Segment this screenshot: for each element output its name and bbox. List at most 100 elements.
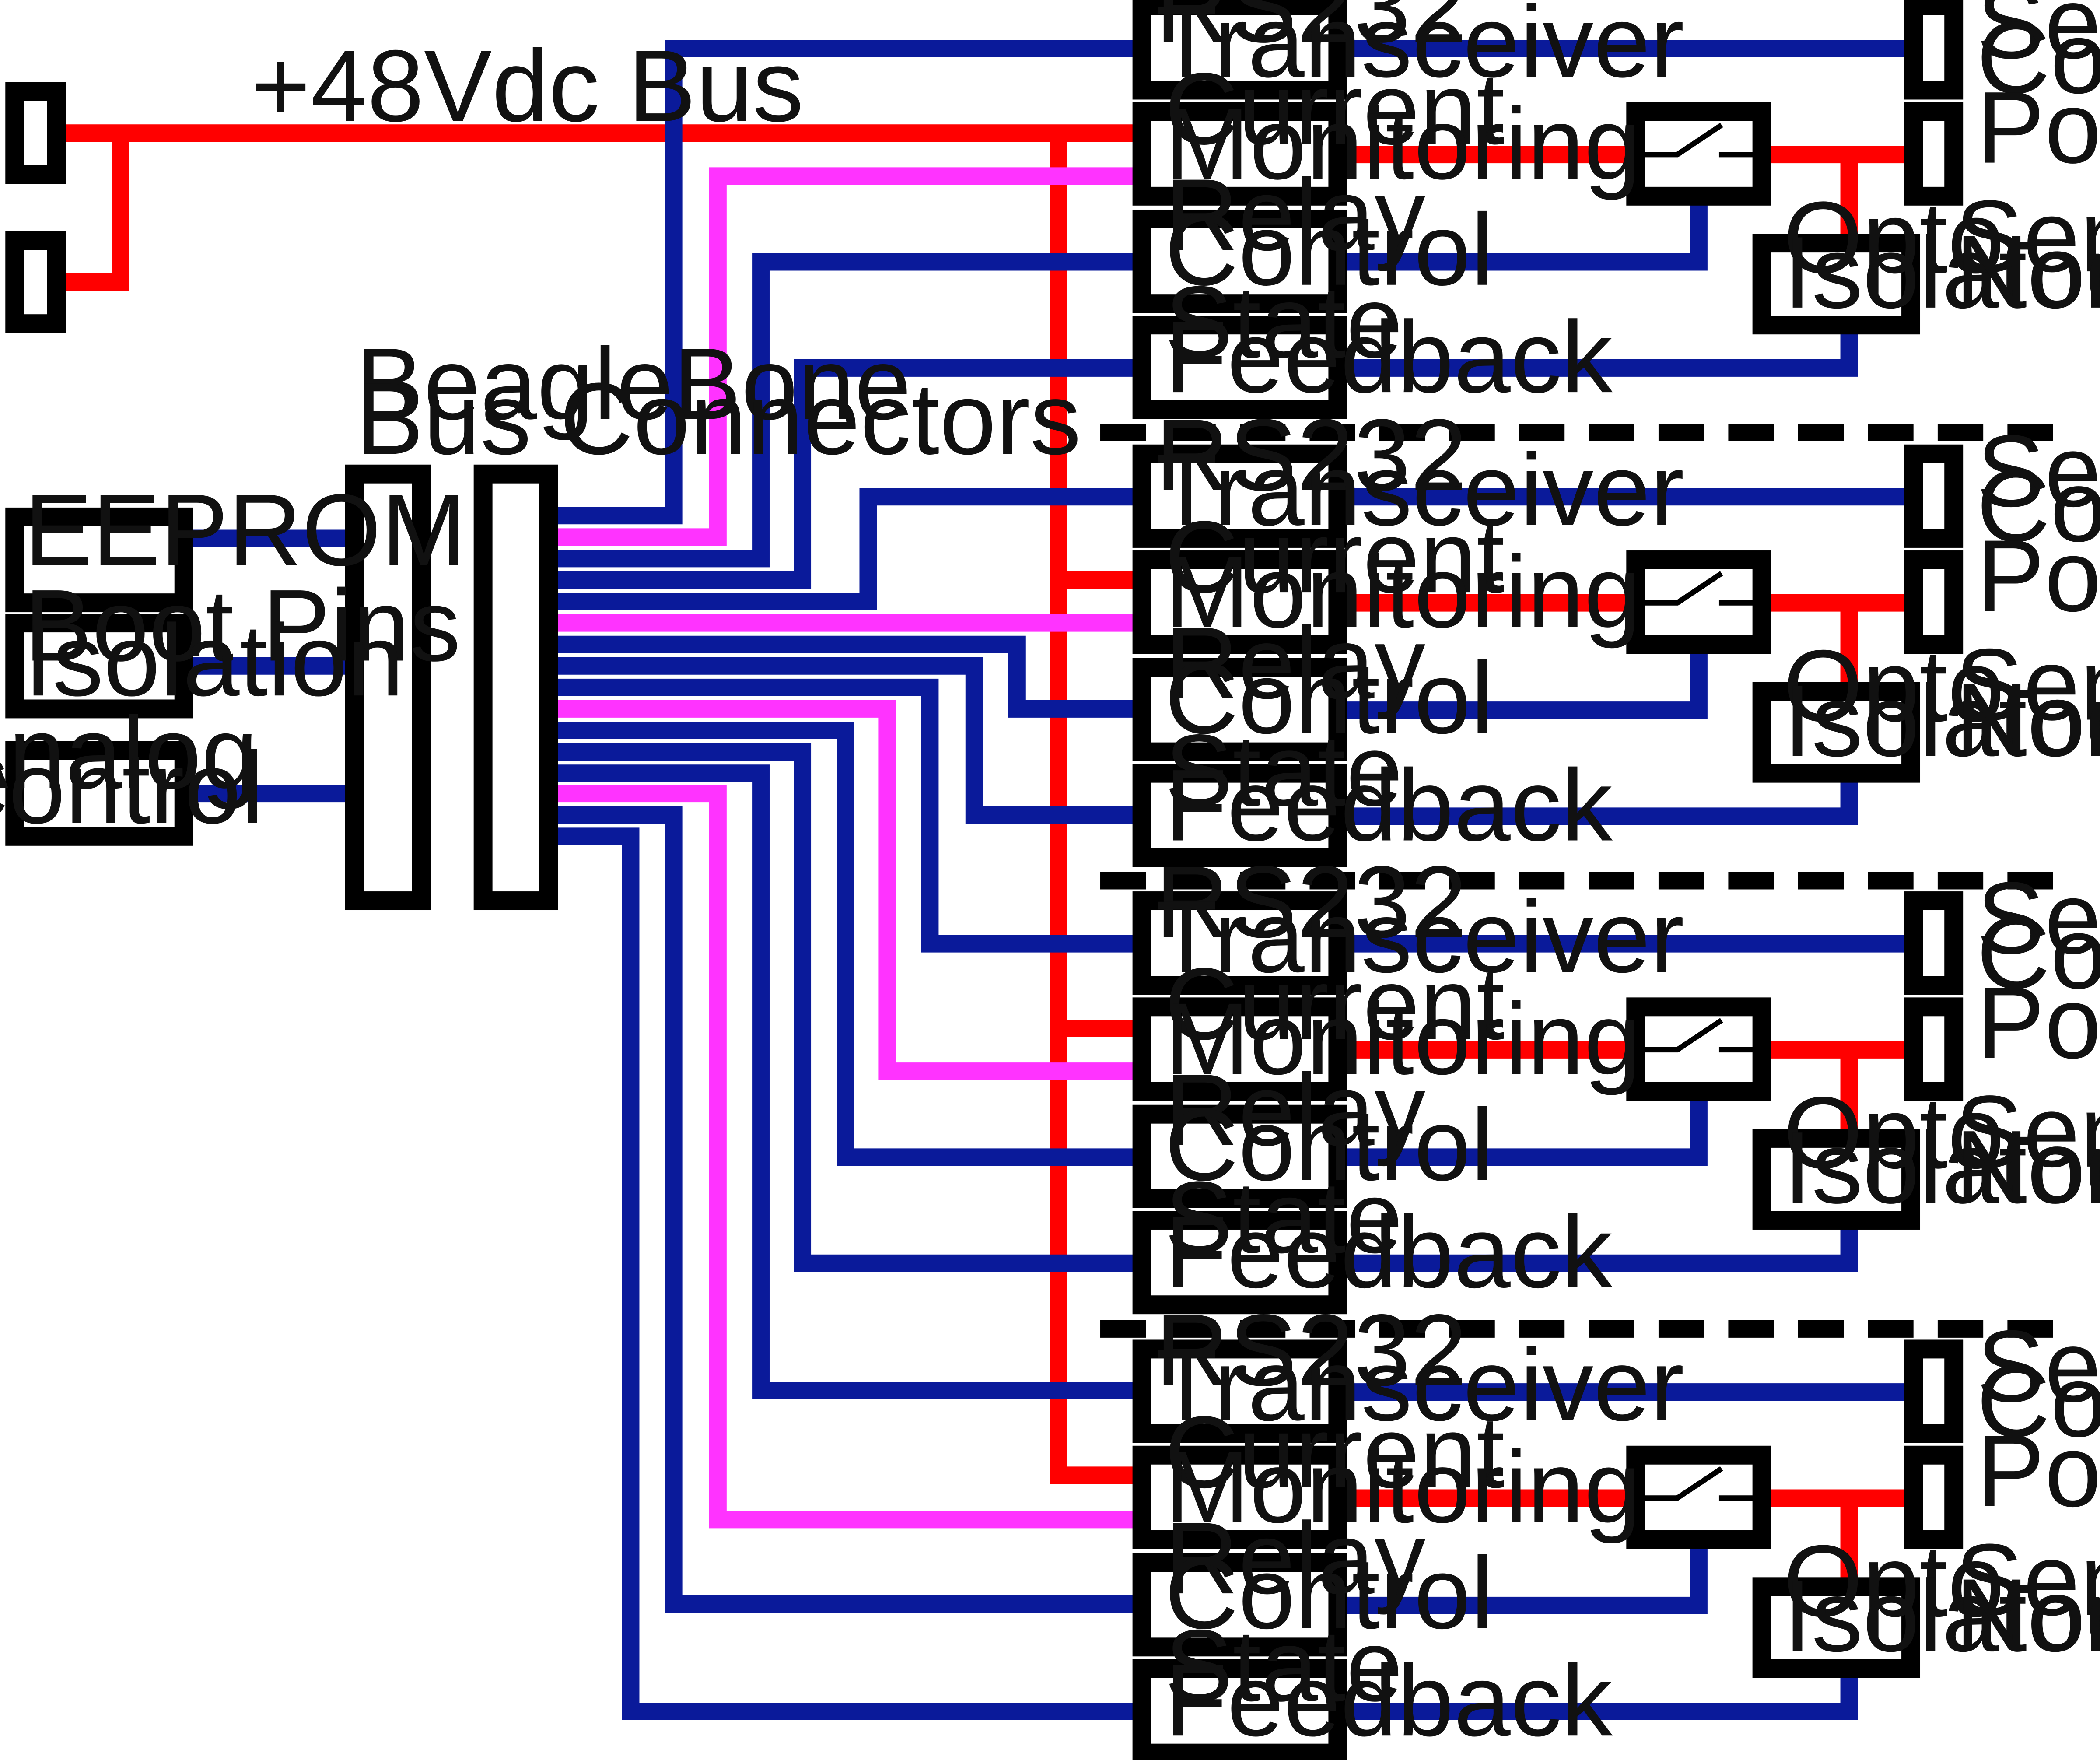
bus-connectors-label: BeagleBoneBus Connectors xyxy=(356,327,1081,476)
power-connector-4 xyxy=(1904,1445,1964,1549)
sensor-node-label-4: SensorNode #4 xyxy=(1955,1523,2100,1672)
opto-isolator-box-4 xyxy=(1752,1577,1921,1678)
relay-switch-icon xyxy=(1642,1466,1723,1501)
serial-connector-2 xyxy=(1904,444,1964,548)
connector-signal-line-14 xyxy=(549,785,1142,1529)
opto-isolator-label-3: Opto-Isolator xyxy=(1783,1076,2100,1225)
state-feedback-box-4 xyxy=(1132,1659,1348,1760)
rs232-transceiver-label-4: RS232Transceiver xyxy=(1155,1294,1684,1442)
rs232-transceiver-label-1: RS232Transceiver xyxy=(1155,0,1684,98)
serial-comms-label-1: SerialComms xyxy=(1977,0,2100,115)
opto-isolator-box-2 xyxy=(1752,682,1921,783)
state-feedback-label-3: StateFeedback xyxy=(1165,1160,1613,1309)
opto-isolator-label-4: Opto-Isolator xyxy=(1783,1524,2100,1673)
opto-isolator-label-2: Opto-Isolator xyxy=(1783,629,2100,778)
bus-terminal-bottom xyxy=(5,231,66,333)
opto-isolator-box-1 xyxy=(1752,234,1921,335)
connector-signal-line-11 xyxy=(549,722,1142,1166)
state-feedback-label-2: StateFeedback xyxy=(1165,714,1613,862)
connector-signal-line-16 xyxy=(549,827,1142,1720)
eeprom-label: EEPROM xyxy=(24,473,466,587)
opto-isolator-box-3 xyxy=(1752,1129,1921,1230)
power-label-2: Power xyxy=(1977,519,2100,633)
rs232-transceiver-label-2: RS232Transceiver xyxy=(1155,398,1684,547)
relay-control-line-4 xyxy=(1337,1541,1708,1614)
serial-connector-4 xyxy=(1904,1339,1964,1443)
analog-control-box xyxy=(5,741,193,846)
relay-control-label-1: RelayControl xyxy=(1165,158,1493,307)
power-label-4: Power xyxy=(1977,1414,2100,1528)
connector-signal-line-2 xyxy=(549,167,1142,546)
state-feedback-line-3 xyxy=(1337,1220,1858,1272)
current-monitoring-box-2 xyxy=(1132,550,1348,654)
serial-connector-1 xyxy=(1904,0,1964,100)
state-feedback-label-4: StateFeedback xyxy=(1165,1609,1613,1758)
relay-control-label-2: RelayControl xyxy=(1165,606,1493,755)
rs232-transceiver-box-1 xyxy=(1132,0,1348,100)
current-monitoring-box-1 xyxy=(1132,102,1348,206)
relay-control-line-2 xyxy=(1337,645,1708,719)
state-feedback-line-1 xyxy=(1337,325,1858,377)
power-connector-1 xyxy=(1904,102,1964,206)
relay-control-line-3 xyxy=(1337,1093,1708,1166)
current-monitoring-label-4: CurrentMonitoring xyxy=(1165,1395,1641,1544)
bus-connector-left xyxy=(345,464,431,911)
relay-control-box-4 xyxy=(1132,1553,1348,1657)
sensor-node-label-1: SensorNode #1 xyxy=(1955,179,2100,328)
relay-control-label-4: RelayControl xyxy=(1165,1501,1493,1650)
power-bus-label: +48Vdc Bus xyxy=(251,29,804,143)
state-feedback-line-2 xyxy=(1337,773,1858,825)
rs232-transceiver-box-3 xyxy=(1132,891,1348,995)
relay-switch-icon xyxy=(1642,123,1723,158)
rs232-transceiver-box-2 xyxy=(1132,444,1348,548)
serial-connector-3 xyxy=(1904,891,1964,995)
relay-switch-icon xyxy=(1642,1018,1723,1053)
serial-comms-label-2: SerialComms xyxy=(1977,414,2100,563)
relay-control-label-3: RelayControl xyxy=(1165,1053,1493,1202)
power-connector-2 xyxy=(1904,550,1964,654)
connector-signal-line-9 xyxy=(549,678,1142,953)
connector-signal-line-15 xyxy=(549,806,1142,1613)
sensor-node-label-2: SensorNode #2 xyxy=(1955,628,2100,776)
serial-comms-label-4: SerialComms xyxy=(1977,1310,2100,1458)
boot-pins-isolation-label: Boot PinsIsolation xyxy=(24,569,461,718)
power-label-1: Power xyxy=(1977,71,2100,185)
bus-connector-right xyxy=(473,464,558,911)
sensor-node-label-3: SensorNode #3 xyxy=(1955,1075,2100,1224)
connector-signal-line-10 xyxy=(549,700,1142,1080)
connector-signal-line-5 xyxy=(549,488,1142,610)
current-monitoring-label-3: CurrentMonitoring xyxy=(1165,947,1641,1096)
current-monitoring-label-1: CurrentMonitoring xyxy=(1165,52,1641,201)
state-feedback-label-1: StateFeedback xyxy=(1165,265,1613,414)
state-feedback-box-3 xyxy=(1132,1211,1348,1315)
rs232-transceiver-box-4 xyxy=(1132,1339,1348,1443)
power-bus-feed-line xyxy=(56,133,130,291)
power-label-3: Power xyxy=(1977,966,2100,1080)
analog-control-label: AnalogControl xyxy=(0,696,264,845)
state-feedback-box-1 xyxy=(1132,316,1348,419)
opto-isolator-label-1: Opto-Isolator xyxy=(1783,181,2100,330)
power-connector-3 xyxy=(1904,997,1964,1101)
current-monitoring-box-4 xyxy=(1132,1445,1348,1549)
bus-terminal-top xyxy=(5,82,66,184)
connector-signal-line-12 xyxy=(549,743,1142,1272)
boot-pins-isolation-box xyxy=(5,614,193,719)
serial-comms-label-3: SerialComms xyxy=(1977,861,2100,1010)
relay-switch-icon xyxy=(1642,571,1723,606)
rs232-transceiver-label-3: RS232Transceiver xyxy=(1155,845,1684,994)
connector-signal-line-1 xyxy=(549,40,1142,525)
eeprom-box xyxy=(5,507,193,613)
connector-signal-line-3 xyxy=(549,253,1142,568)
relay-control-line-1 xyxy=(1337,197,1708,271)
current-monitoring-box-3 xyxy=(1132,997,1348,1101)
current-monitoring-label-2: CurrentMonitoring xyxy=(1165,500,1641,649)
boxes xyxy=(5,0,1964,1760)
connector-signal-line-4 xyxy=(549,359,1142,589)
connector-signal-line-8 xyxy=(549,657,1142,824)
state-feedback-box-2 xyxy=(1132,764,1348,867)
relay-control-box-1 xyxy=(1132,209,1348,313)
connector-signal-line-7 xyxy=(549,635,1142,718)
power-bus-trunk-line xyxy=(1050,133,1142,1484)
